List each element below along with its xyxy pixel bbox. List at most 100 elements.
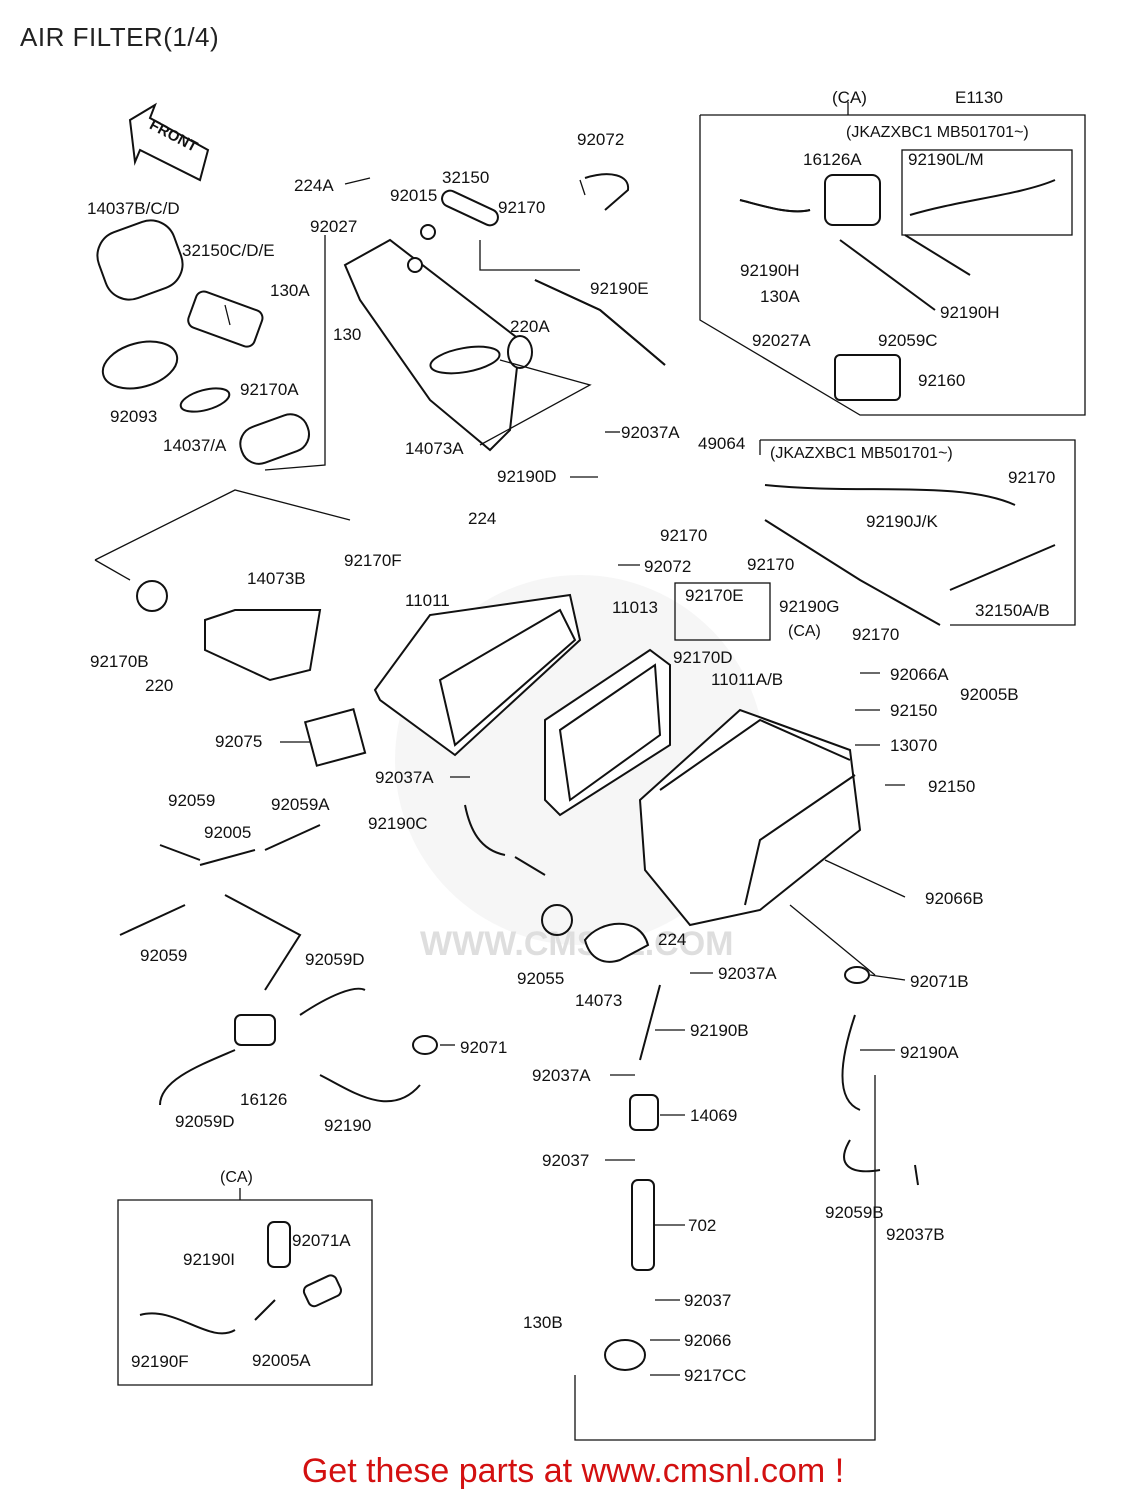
part-label: 702 [688, 1216, 716, 1235]
part-label: 92037A [621, 423, 680, 442]
part-label: 92170 [747, 555, 794, 574]
part-label: 92066A [890, 665, 949, 684]
part-label: 220A [510, 317, 550, 336]
part-label: 11011A/B [711, 670, 783, 689]
ca-box-top-right [699, 102, 1086, 416]
part-label: 224A [294, 176, 334, 195]
part-label: 92170A [240, 380, 299, 399]
part-label: 92037A [718, 964, 777, 983]
part-label: 92190I [183, 1250, 235, 1269]
part-label: 92190H [940, 303, 1000, 322]
part-label: 11011 [405, 591, 450, 610]
part-label: 32150C/D/E [182, 241, 275, 260]
part-label: 16126A [803, 150, 862, 169]
part-label: 92190D [497, 467, 557, 486]
part-label: 92190G [779, 597, 840, 616]
ca-label-small: (CA) [788, 623, 821, 640]
ca-box-bottom-left [117, 1188, 373, 1386]
part-label: 92015 [390, 186, 437, 205]
part-label: 92055 [517, 969, 564, 988]
part-label: 14037B/C/D [87, 199, 180, 218]
part-label: 92059 [140, 946, 187, 965]
part-label: 130 [333, 325, 361, 344]
part-label: 92059B [825, 1203, 884, 1222]
part-label: 92190L/M [908, 150, 984, 169]
part-label: 92037 [542, 1151, 589, 1170]
part-label: 92027A [752, 331, 811, 350]
part-label: 92059A [271, 795, 330, 814]
part-label: 92072 [577, 130, 624, 149]
part-label: 92071A [292, 1231, 351, 1250]
part-label: 92170 [660, 526, 707, 545]
part-label: 92005B [960, 685, 1019, 704]
part-label: 92190 [324, 1116, 371, 1135]
ca-label-top: (CA) [832, 88, 867, 107]
part-label: 14073B [247, 569, 306, 588]
part-label: 92190E [590, 279, 649, 298]
front-arrow-icon: FRONT [128, 102, 210, 182]
part-label: 92059D [305, 950, 365, 969]
ca-label-bottom-left: (CA) [220, 1169, 253, 1186]
part-label: 92059D [175, 1112, 235, 1131]
part-label: 11013 [612, 598, 658, 617]
leader-lines [224, 177, 906, 1376]
left-hose-assembly [119, 824, 438, 1106]
part-label: 92190J/K [866, 512, 938, 531]
part-label: 92005 [204, 823, 251, 842]
part-label: 92150 [928, 777, 975, 796]
note-box-mid-right [674, 439, 1076, 641]
right-lower-hoses [841, 966, 919, 1186]
part-label: 92190A [900, 1043, 959, 1062]
filter-element-11013 [544, 648, 671, 817]
airbox-main [638, 708, 862, 927]
part-label: 92037A [375, 768, 434, 787]
part-label: 32150A/B [975, 601, 1050, 620]
footer-link[interactable]: Get these parts at www.cmsnl.com ! [301, 1452, 845, 1490]
duct-14073a [343, 238, 592, 452]
part-label: 224 [468, 509, 496, 528]
part-label: 92071B [910, 972, 969, 991]
part-label: 92093 [110, 407, 157, 426]
part-label: 92037A [532, 1066, 591, 1085]
part-label: 130A [270, 281, 310, 300]
part-label: 92072 [644, 557, 691, 576]
part-label: 92170 [498, 198, 545, 217]
part-label: 92027 [310, 217, 357, 236]
part-label: 92190F [131, 1352, 189, 1371]
page-title: AIR FILTER(1/4) [20, 22, 220, 52]
airbox-cover-11011 [373, 593, 582, 757]
part-label: 92005A [252, 1351, 311, 1370]
part-label: 92059C [878, 331, 938, 350]
part-label: 92160 [918, 371, 965, 390]
part-label: 92037B [886, 1225, 945, 1244]
part-labels: 14037B/C/D 224A 92015 32150 92072 92027 … [87, 130, 1055, 1385]
diagram-code: E1130 [955, 88, 1003, 107]
part-label: 14069 [690, 1106, 737, 1125]
part-label: 92190C [368, 814, 428, 833]
part-label: 92190B [690, 1021, 749, 1040]
part-label: 92170D [673, 648, 733, 667]
part-label: 14073 [575, 991, 622, 1010]
note-top-right: (JKAZXBC1 MB501701~) [846, 124, 1029, 141]
part-label: 92170B [90, 652, 149, 671]
part-label: 14037/A [163, 436, 227, 455]
part-label: 92066B [925, 889, 984, 908]
note-mid-right: (JKAZXBC1 MB501701~) [770, 445, 953, 462]
box-notes: (JKAZXBC1 MB501701~) (JKAZXBC1 MB501701~… [220, 124, 1029, 1186]
part-label: 92170 [1008, 468, 1055, 487]
part-label: 130B [523, 1313, 563, 1332]
part-label: 92170 [852, 625, 899, 644]
part-label: 92059 [168, 791, 215, 810]
part-label: 92150 [890, 701, 937, 720]
part-label: 224 [658, 930, 686, 949]
part-label: 220 [145, 676, 173, 695]
part-label: 92075 [215, 732, 262, 751]
part-label: 92037 [684, 1291, 731, 1310]
part-label: 9217CC [684, 1366, 746, 1385]
part-label: 92190H [740, 261, 800, 280]
part-label: 49064 [698, 434, 745, 453]
part-label: 14073A [405, 439, 464, 458]
part-label: 92071 [460, 1038, 507, 1057]
part-label: 92170E [685, 586, 744, 605]
